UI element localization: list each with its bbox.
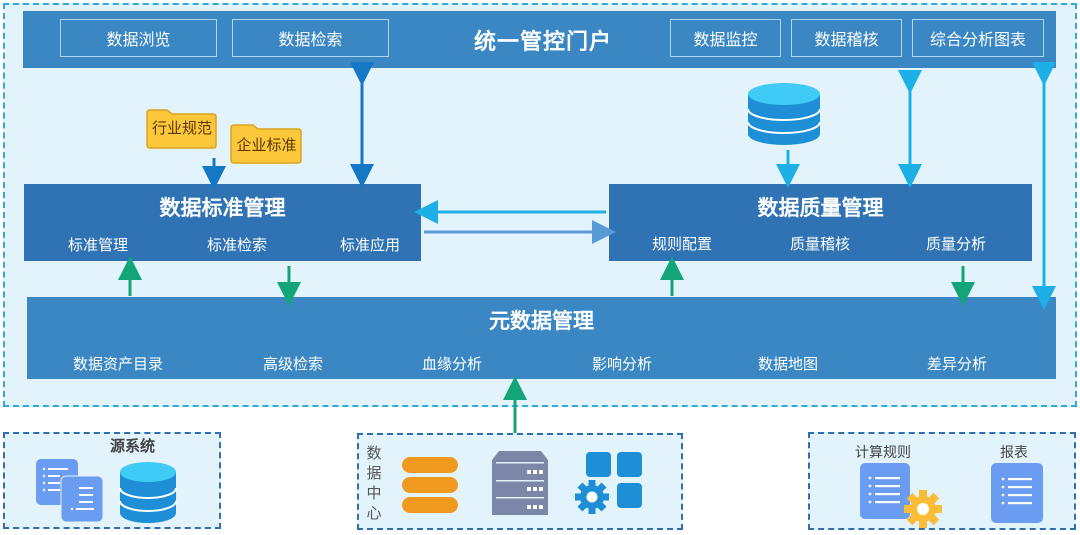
standards-item-management[interactable]: 标准管理 [68,236,129,254]
metadata-module[interactable]: 元数据管理 数据资产目录 高级检索 血缘分析 影响分析 数据地图 差异分析 [27,297,1056,379]
server-icon [492,451,548,515]
quality-database-icon [747,82,821,146]
source-system-title: 源系统 [110,437,156,455]
data-center-title: 数 据 中 心 [365,443,383,523]
apps-gear-icon [575,452,642,514]
calc-rules-icon [860,463,942,528]
module-title: 数据标准管理 [159,196,286,220]
portal-button-browse[interactable]: 数据浏览 [60,19,217,57]
unified-portal-bar: 数据浏览 数据检索 统一管控门户 数据监控 数据稽核 综合分析图表 [23,11,1056,68]
report-icon [991,463,1043,523]
metadata-item-advanced-search[interactable]: 高级检索 [263,355,324,373]
quality-item-analysis[interactable]: 质量分析 [926,235,987,253]
folder-label: 企业标准 [236,136,297,154]
metadata-item-impact[interactable]: 影响分析 [592,355,653,373]
data-center-box: 数 据 中 心 [357,433,683,530]
folder-label: 行业规范 [151,119,212,137]
data-standards-module[interactable]: 数据标准管理 标准管理 标准检索 标准应用 [24,184,421,261]
data-quality-module[interactable]: 数据质量管理 规则配置 质量稽核 质量分析 [609,184,1032,261]
folder-industry-spec: 行业规范 [145,109,217,149]
portal-button-monitor[interactable]: 数据监控 [670,19,781,57]
database-icon [119,462,177,523]
title-char: 中 [366,484,382,502]
portal-title: 统一管控门户 [473,29,612,55]
rules-reports-box: 计算规则 报表 [808,432,1076,530]
metadata-item-asset-catalog[interactable]: 数据资产目录 [73,355,164,373]
metadata-item-data-map[interactable]: 数据地图 [758,355,819,373]
title-char: 心 [366,504,382,522]
database-icon [402,457,458,513]
documents-icon [36,459,104,523]
source-system-box: 源系统 [3,432,221,529]
quality-item-rule-config[interactable]: 规则配置 [652,235,713,253]
title-char: 数 [366,444,382,462]
standards-item-search[interactable]: 标准检索 [207,236,268,254]
portal-button-analytics[interactable]: 综合分析图表 [912,19,1044,57]
module-title: 元数据管理 [489,309,594,333]
standards-item-application[interactable]: 标准应用 [340,236,401,254]
folder-enterprise-standard: 企业标准 [229,124,302,164]
report-label: 报表 [1000,445,1028,461]
calc-rules-label: 计算规则 [855,445,911,461]
portal-button-audit[interactable]: 数据稽核 [791,19,902,57]
folder-icon [230,124,302,164]
metadata-item-lineage[interactable]: 血缘分析 [422,355,483,373]
title-char: 据 [366,464,382,482]
module-title: 数据质量管理 [757,196,884,220]
quality-item-audit[interactable]: 质量稽核 [790,235,851,253]
portal-button-search[interactable]: 数据检索 [232,19,389,57]
folder-icon [146,109,217,149]
metadata-item-diff[interactable]: 差异分析 [927,355,988,373]
